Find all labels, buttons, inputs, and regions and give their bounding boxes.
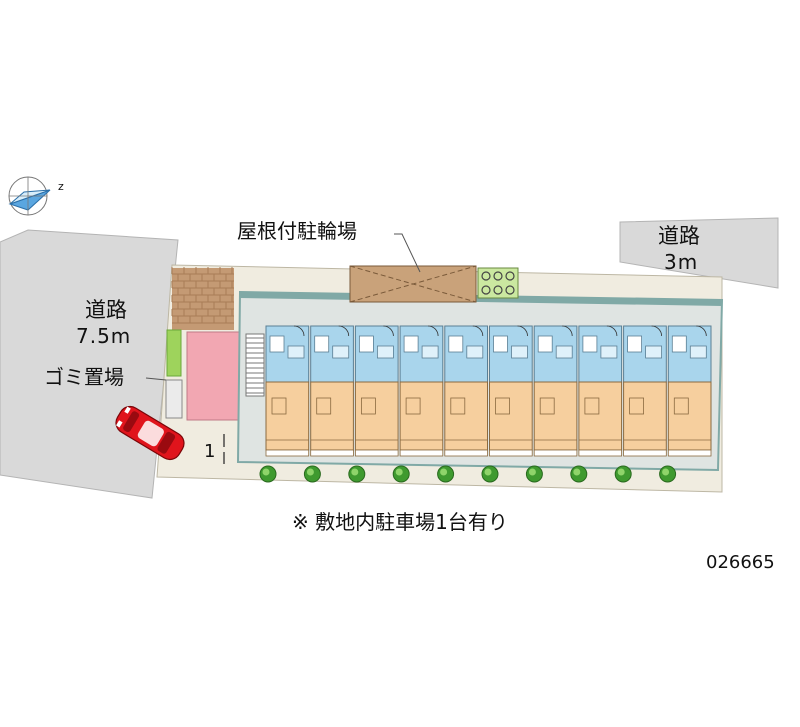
tree (259, 465, 277, 483)
bicycle-parking-label: 屋根付駐輪場 (237, 219, 357, 243)
tree (481, 465, 499, 483)
road-left-name: 道路 (85, 298, 127, 322)
tree (392, 465, 410, 483)
unit (354, 325, 399, 457)
unit (623, 325, 667, 457)
tree-row (259, 465, 677, 483)
unit (533, 325, 578, 457)
brick-paving (171, 267, 234, 330)
road-right (619, 217, 779, 289)
bicycle-parking (349, 265, 519, 303)
tree (570, 465, 588, 483)
tree (525, 465, 543, 483)
garbage-area-box (165, 379, 183, 419)
apartment-units (265, 325, 712, 457)
parking-space-number: 1 (204, 441, 216, 462)
tree (437, 465, 455, 483)
unit (265, 325, 310, 457)
green-strip-left (166, 329, 182, 377)
compass-icon (8, 176, 51, 216)
car-icon (115, 405, 185, 461)
tree (348, 465, 366, 483)
staircase (245, 333, 265, 397)
property-code: 026665 (706, 552, 775, 573)
road-left (0, 229, 179, 499)
onsite-parking-note: ※ 敷地内駐車場1台有り (292, 510, 508, 534)
tree (614, 465, 632, 483)
tree (303, 465, 321, 483)
garbage-area-label: ゴミ置場 (44, 365, 124, 389)
unit (667, 325, 712, 457)
unit (578, 325, 623, 457)
unit (444, 325, 488, 457)
road-right-width: 3m (664, 250, 699, 274)
compass-letter: z (58, 180, 64, 193)
road-left-width: 7.5m (76, 324, 132, 348)
parking-space (186, 331, 240, 421)
road-right-name: 道路 (658, 224, 700, 248)
garbage-leader-line (145, 377, 167, 381)
unit (310, 325, 354, 457)
unit (489, 325, 533, 457)
bicycle-leader-line (394, 233, 421, 273)
unit (399, 325, 444, 457)
tree (659, 465, 677, 483)
